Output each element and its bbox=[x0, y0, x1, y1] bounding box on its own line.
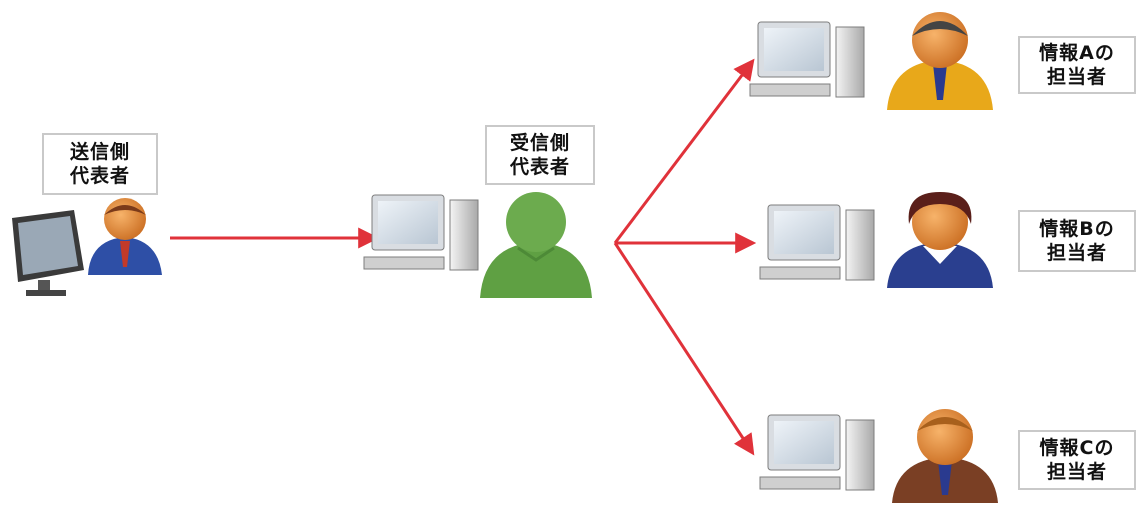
person-icon bbox=[887, 192, 993, 288]
person-c-label: 情報Cの 担当者 bbox=[1018, 430, 1136, 490]
person-icon bbox=[887, 12, 993, 110]
desktop-computer-icon bbox=[749, 21, 865, 98]
sender-label-line1: 送信側 bbox=[69, 141, 130, 163]
person-b-label-line2: 担当者 bbox=[1046, 242, 1107, 264]
person-icon bbox=[892, 409, 998, 503]
person-a-label-line1: 情報Aの bbox=[1039, 42, 1115, 64]
monitor-icon bbox=[12, 210, 84, 296]
person-a-label-line2: 担当者 bbox=[1046, 66, 1107, 88]
desktop-computer-icon bbox=[363, 194, 479, 271]
person-b-label: 情報Bの 担当者 bbox=[1018, 210, 1136, 272]
arrow-receiver-to-c bbox=[613, 242, 755, 456]
receiver-label-line2: 代表者 bbox=[509, 156, 570, 178]
person-c-label-line2: 担当者 bbox=[1046, 461, 1107, 483]
desktop-computer-icon bbox=[759, 204, 875, 281]
desktop-computer-icon bbox=[759, 414, 875, 491]
person-icon bbox=[480, 192, 592, 298]
person-b-label-line1: 情報Bの bbox=[1039, 218, 1115, 240]
arrows bbox=[170, 58, 757, 456]
person-c-label-line1: 情報Cの bbox=[1039, 437, 1115, 459]
receiver-label: 受信側 代表者 bbox=[485, 125, 595, 185]
person-a-label: 情報Aの 担当者 bbox=[1018, 36, 1136, 94]
sender-label: 送信側 代表者 bbox=[42, 133, 158, 195]
sender-label-line2: 代表者 bbox=[69, 165, 130, 187]
person-icon bbox=[88, 198, 162, 275]
receiver-label-line1: 受信側 bbox=[509, 132, 570, 154]
arrow-receiver-to-a bbox=[613, 58, 755, 244]
